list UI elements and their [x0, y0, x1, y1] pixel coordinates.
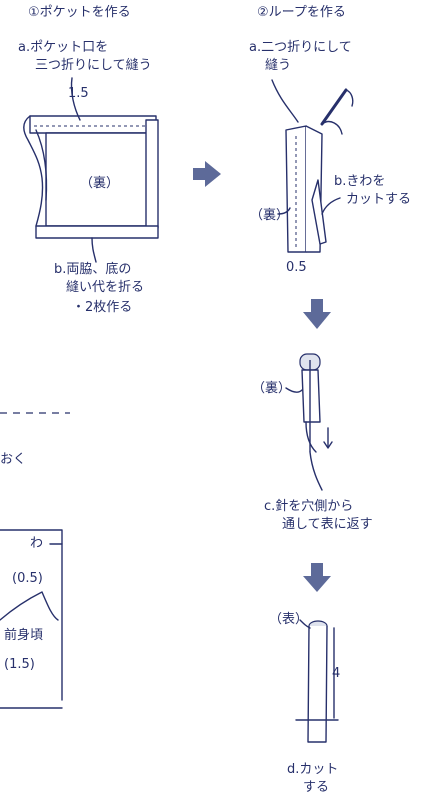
finished-loop-drawing — [295, 619, 339, 743]
pocket-drawing — [23, 77, 159, 263]
loop-drawing — [271, 79, 354, 253]
step1-note-a-line1: a.ポケット口を — [18, 40, 109, 55]
step1-title: ①ポケットを作る — [28, 5, 131, 20]
left-label-maemigoro: 前身頃 — [4, 628, 44, 643]
pocket-left-fold — [35, 129, 48, 201]
step3-face-label: （裏） — [252, 381, 292, 396]
leader-a — [70, 77, 81, 121]
needle-icon — [320, 88, 348, 126]
step1-measure-top: 1.5 — [68, 86, 89, 101]
pocket-right-allowance — [145, 119, 159, 229]
step3-note-c-line2: 通して表に返す — [282, 517, 373, 532]
loop-cut-flap — [311, 179, 327, 245]
leader-2ura — [277, 207, 291, 215]
thread-tail — [309, 451, 323, 491]
turning-drawing — [285, 353, 333, 491]
thread — [321, 120, 343, 135]
tube-body — [301, 369, 321, 423]
left-label-wa: わ — [30, 536, 44, 551]
arrow-down-icon-2 — [303, 563, 331, 592]
step2-note-a-line1: a.二つ折りにして — [249, 40, 352, 55]
step2-note-a-line2: 縫う — [265, 58, 292, 73]
arrow-down-icon-1 — [303, 299, 331, 329]
left-measure-15: (1.5) — [4, 657, 35, 672]
step1-note-b-line2: 縫い代を折る — [66, 280, 145, 295]
step2-note-b-line2: カットする — [346, 192, 412, 207]
left-text-oku: おく — [0, 452, 27, 467]
finished-loop-body — [307, 625, 328, 743]
pocket-body — [45, 132, 157, 227]
leader-2a — [271, 79, 299, 123]
pocket-top-fold — [29, 115, 157, 134]
neckline — [0, 591, 59, 621]
pocket-left-curl — [23, 115, 44, 227]
front-body-outline — [0, 529, 63, 701]
leader-b — [91, 237, 97, 263]
step4-face-label: （表） — [269, 612, 309, 627]
left-measure-05: (0.5) — [12, 571, 43, 586]
step4-note-d-line2: する — [303, 780, 330, 795]
step2-title: ②ループを作る — [257, 5, 346, 20]
step4-note-d-line1: d.カット — [287, 762, 339, 777]
step2-face-label: （裏） — [250, 208, 290, 223]
step1-note-b-line3: ・2枚作る — [72, 300, 133, 315]
leader-2b — [321, 197, 341, 215]
front-body-partial — [0, 412, 70, 709]
step3-note-c-line1: c.針を穴側から — [264, 499, 354, 514]
step1-face-label: （裏） — [80, 176, 120, 191]
pocket-bottom-allowance — [35, 225, 159, 239]
step1-note-a-line2: 三つ折りにして縫う — [35, 58, 152, 73]
step2-note-b-line1: b.きわを — [334, 174, 386, 189]
arrow-right-icon — [193, 161, 221, 187]
step1-note-b-line1: b.両脇、底の — [54, 262, 132, 277]
step4-measure-side: 4 — [332, 666, 341, 681]
step2-measure-bottom: 0.5 — [286, 260, 307, 275]
